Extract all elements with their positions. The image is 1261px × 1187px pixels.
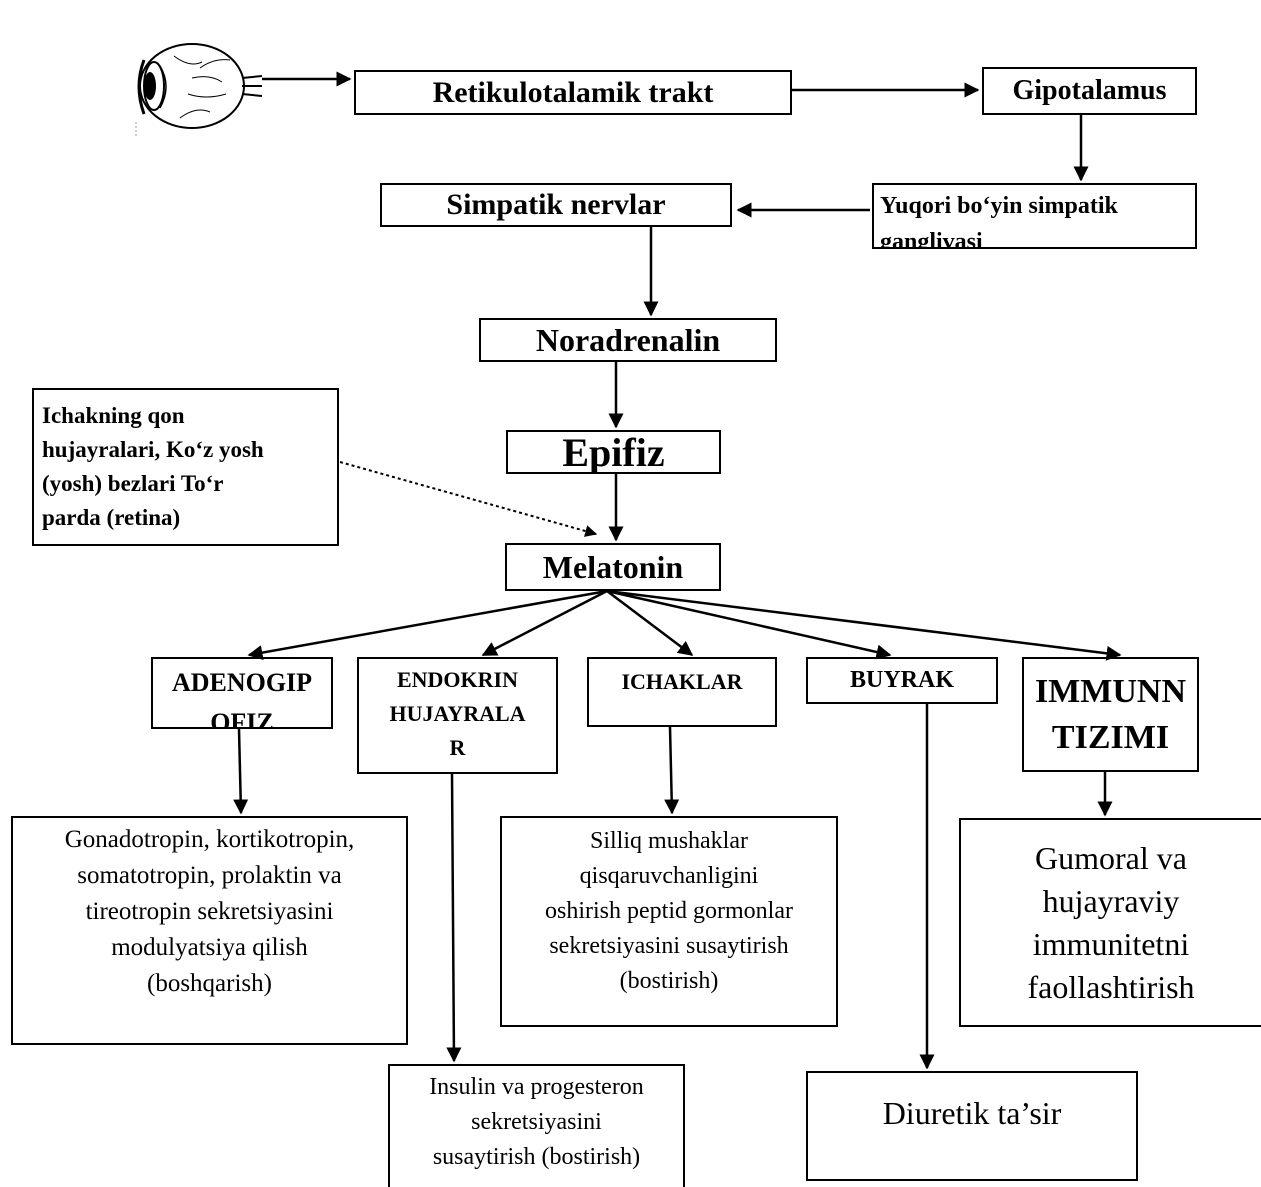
arrow-ichak-to-melatonin xyxy=(339,461,598,537)
node-epifiz: Epifiz xyxy=(506,430,721,474)
node-retikulotalamik-trakt: Retikulotalamik trakt xyxy=(354,70,792,115)
eye-icon xyxy=(135,43,263,136)
node-immunn-tizimi: IMMUNN TIZIMI xyxy=(1022,657,1199,772)
effect-buyrak: Diuretik ta’sir xyxy=(806,1071,1138,1181)
arrow-melatonin-to-buyrak xyxy=(606,589,892,660)
node-gipotalamus: Gipotalamus xyxy=(982,67,1197,115)
arrow-endokrin-to-effect xyxy=(446,773,462,1063)
node-simpatik-nervlar: Simpatik nervlar xyxy=(380,183,732,227)
node-endokrin-hujayralar: ENDOKRIN HUJAYRALA R xyxy=(357,657,558,774)
node-melatonin: Melatonin xyxy=(505,543,721,591)
node-ichak-bezlar-retina: Ichakning qon hujayralari, Ko‘z yosh (yo… xyxy=(32,388,339,546)
node-adenogipofiz: ADENOGIP OFIZ xyxy=(151,657,333,729)
node-ichaklar: ICHAKLAR xyxy=(587,657,777,727)
arrow-melatonin-to-immunn xyxy=(606,589,1122,661)
effect-endokrin: Insulin va progesteron sekretsiyasini su… xyxy=(388,1064,685,1187)
node-noradrenalin: Noradrenalin xyxy=(479,318,777,362)
arrow-melatonin-to-ichaklar xyxy=(606,590,694,656)
arrow-melatonin-to-endokrin xyxy=(481,589,608,657)
effect-adenogipofiz: Gonadotropin, kortikotropin, somatotropi… xyxy=(11,816,408,1045)
effect-immunn: Gumoral va hujayraviy immunitetni faolla… xyxy=(959,818,1261,1027)
arrow-ichaklar-to-effect xyxy=(664,726,680,815)
arrow-adenogipofiz-to-effect xyxy=(233,728,249,815)
node-yuqori-boyin-simpatik-gangliyasi: Yuqori bo‘yin simpatik ganglivasi xyxy=(872,183,1197,249)
arrow-melatonin-to-adenogipofiz xyxy=(247,589,608,661)
node-buyrak: BUYRAK xyxy=(806,657,998,704)
effect-ichaklar: Silliq mushaklar qisqaruvchanligini oshi… xyxy=(500,816,838,1027)
